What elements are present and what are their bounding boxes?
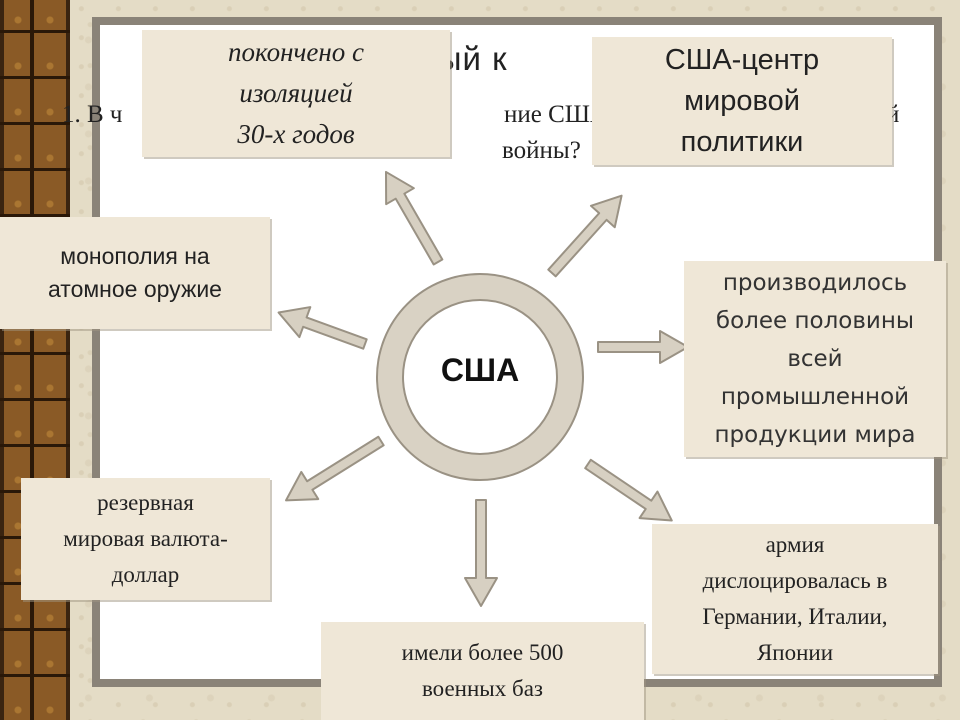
box-text-line: производилось [722, 270, 908, 296]
box-text-line: политики [680, 125, 804, 158]
arrow-to-bases [464, 499, 498, 607]
box-text-line: военных баз [421, 676, 543, 701]
box-military-bases: имели более 500 военных баз [321, 622, 644, 720]
arrow-to-reserve [285, 435, 385, 502]
arrow-to-isolation [385, 170, 444, 266]
arrow-to-army [584, 458, 673, 522]
box-industrial-production: производилось более половины всей промыш… [684, 261, 946, 457]
decorative-border [0, 0, 70, 720]
box-text-line: США-центр [664, 43, 820, 76]
box-text-line: изоляцией [239, 78, 353, 108]
box-text-line: покончено с [228, 37, 364, 67]
box-atomic-monopoly: монополия на атомное оружие [0, 217, 270, 329]
box-text-line: мировой [684, 84, 800, 117]
box-text-line: имели более 500 [401, 640, 564, 665]
question-start: 1. В ч [62, 101, 123, 128]
box-text-line: продукции мира [714, 422, 916, 448]
box-text-line: резервная [97, 490, 194, 515]
hub-ring-inner [378, 275, 582, 479]
box-text-line: доллар [111, 562, 180, 587]
arrow-to-production [597, 330, 689, 364]
box-text-line: Японии [756, 640, 834, 665]
arrow-to-monopoly [277, 306, 368, 350]
box-text-line: всей [787, 346, 843, 372]
arrow-to-center [547, 194, 623, 278]
box-text-line: монополия на [60, 243, 210, 269]
box-text-line: Германии, Италии, [702, 604, 888, 629]
question-line2: войны? [502, 137, 581, 164]
box-text-line: промышленной [720, 384, 910, 410]
box-world-center: США-центр мировой политики [592, 37, 892, 165]
box-isolation: покончено с изоляцией 30-х годов [142, 30, 450, 157]
box-text-line: 30-х годов [237, 119, 355, 149]
box-text-line: мировая валюта- [63, 526, 228, 551]
box-text-line: дислоцировалась в [702, 568, 888, 593]
box-reserve-currency: резервная мировая валюта- доллар [21, 478, 270, 600]
box-text-line: атомное оружие [48, 276, 222, 302]
box-text-line: более половины [715, 308, 915, 334]
box-text-line: армия [765, 532, 825, 557]
box-army-deployment: армия дислоцировалась в Германии, Италии… [652, 524, 938, 674]
hub-label: США [440, 352, 520, 388]
